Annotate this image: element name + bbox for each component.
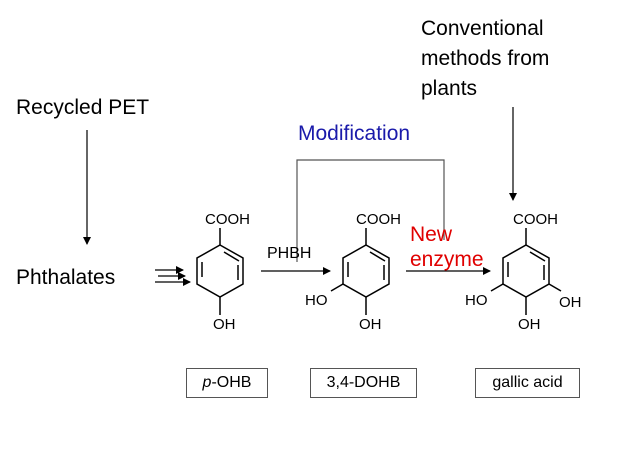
phbh-label: PHBH — [267, 245, 312, 262]
compound-box-pohb: p-OHB — [186, 368, 268, 398]
ring-pohb — [196, 228, 244, 315]
pohb-cooh-group: COOH — [205, 211, 250, 228]
dohb-ho-group: HO — [305, 292, 328, 309]
compound-box-dohb: 3,4-DOHB — [310, 368, 417, 398]
recycled-pet-label: Recycled PET — [16, 96, 150, 119]
pohb-name: -OHB — [211, 374, 252, 391]
gallic-oh-right-group: OH — [559, 294, 582, 311]
dohb-name: 3,4-DOHB — [326, 374, 401, 391]
gallic-name: gallic acid — [492, 374, 563, 391]
dohb-oh-group: OH — [359, 316, 382, 333]
compound-box-gallic: gallic acid — [475, 368, 580, 398]
gallic-ho-group: HO — [465, 292, 488, 309]
conventional-methods-label: Conventional methods from plants — [421, 17, 550, 100]
ring-gallic — [490, 228, 562, 315]
modification-bracket — [296, 159, 445, 262]
pohb-oh-group: OH — [213, 316, 236, 333]
phthalates-label: Phthalates — [16, 266, 116, 289]
gallic-cooh-group: COOH — [513, 211, 558, 228]
dohb-cooh-group: COOH — [356, 211, 401, 228]
new-enzyme-label: New enzyme — [410, 223, 484, 271]
gallic-oh-bottom-group: OH — [518, 316, 541, 333]
ring-dohb — [330, 228, 390, 315]
phthalates-arrows — [155, 266, 191, 286]
pohb-prefix: p — [202, 374, 212, 391]
modification-label: Modification — [298, 122, 411, 145]
